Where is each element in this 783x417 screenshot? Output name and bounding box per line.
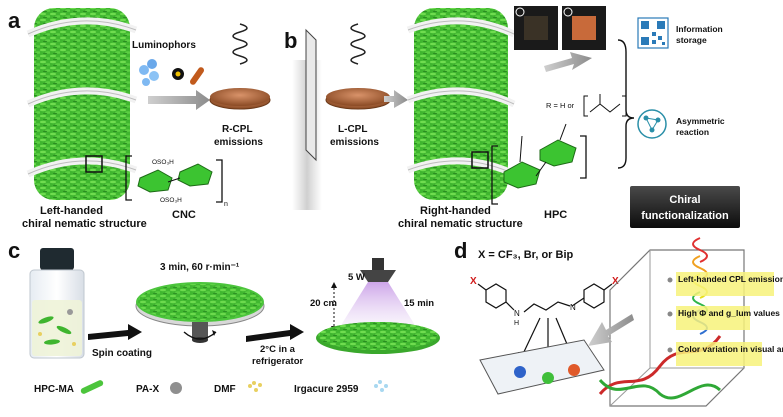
panel-b: b L-CPL emissions Right-handed chiral ne… <box>284 6 740 230</box>
panel-d-letter: d <box>454 238 467 263</box>
fridge-line2: refrigerator <box>252 356 304 367</box>
uv-lamp <box>338 258 418 330</box>
hpc-ma-swatch <box>80 380 104 394</box>
legend-pa-x: PA-X <box>136 384 159 395</box>
rcpl-line2: emissions <box>214 137 263 148</box>
lamp-distance: 20 cm <box>310 298 337 309</box>
asym-line2: reaction <box>676 127 709 137</box>
chiral-functionalization-box: Chiral functionalization <box>630 186 740 228</box>
pa-x-swatch <box>170 382 182 394</box>
legend-dmf: DMF <box>214 384 236 395</box>
arrow-spin-coating <box>88 324 142 340</box>
cnc-structure: OSO₃H OSO₃H n <box>125 155 228 208</box>
info-line2: storage <box>676 35 707 45</box>
r-group-structure: R = H or <box>546 94 627 117</box>
left-structure-line2: chiral nematic structure <box>22 218 147 230</box>
r-group-label: R = H or <box>546 101 575 110</box>
lcpl-emitter <box>325 23 391 110</box>
feature-1: Left-handed CPL emission <box>678 274 783 284</box>
lamp-time: 15 min <box>404 298 434 309</box>
arrow-to-lcpl <box>384 90 408 108</box>
rcpl-line1: R-CPL <box>222 124 253 135</box>
feature-3: Color variation in visual angle <box>678 344 783 354</box>
irgacure-swatch <box>374 380 388 392</box>
right-handed-helix <box>406 8 516 200</box>
polarizer-plate <box>305 28 317 162</box>
feature-list: Left-handed CPL emission High Φ and g_lu… <box>667 272 783 366</box>
panel-b-letter: b <box>284 28 297 53</box>
film-box <box>479 249 745 407</box>
panel-a: a Left-handed chiral nematic structure L… <box>8 8 271 230</box>
chiral-line1: Chiral <box>669 194 700 206</box>
feature-2: High Φ and g_lum values <box>678 308 780 318</box>
asym-line1: Asymmetric <box>676 116 725 126</box>
oso3h-bottom: OSO₃H <box>160 197 182 204</box>
legend-hpc-ma: HPC-MA <box>34 384 74 395</box>
qr-code-icon <box>637 17 669 49</box>
hpc-structure <box>491 123 587 205</box>
spiral-light-icon <box>232 23 248 65</box>
reaction-network-icon <box>637 109 667 139</box>
cnc-subscript-n: n <box>224 201 228 208</box>
x-left: X <box>470 276 477 287</box>
chiral-line2: functionalization <box>641 210 729 222</box>
lamp-power: 5 W <box>348 272 365 283</box>
right-structure-line2: chiral nematic structure <box>398 218 523 230</box>
spin-coating-label: Spin coating <box>92 348 152 359</box>
legend-irgacure: Irgacure 2959 <box>294 384 359 395</box>
x-definition: X = CF₃, Br, or Bip <box>478 249 574 261</box>
lcpl-line1: L-CPL <box>338 124 367 135</box>
legend-row: HPC-MA PA-X DMF Irgacure 2959 <box>34 380 388 395</box>
zoom-box <box>85 155 103 173</box>
left-structure-line1: Left-handed <box>40 205 103 217</box>
spin-coater <box>135 282 265 343</box>
spin-params: 3 min, 60 r·min⁻¹ <box>160 262 240 273</box>
left-handed-helix <box>26 8 138 200</box>
oso3h-top: OSO₃H <box>152 159 174 166</box>
hpc-label: HPC <box>544 209 567 221</box>
arrow-photos-to-helix <box>544 52 592 72</box>
zoom-box-b <box>471 151 489 169</box>
spiral-light-icon-b <box>350 23 366 65</box>
nh-n: N <box>514 309 520 318</box>
nh-h: H <box>514 320 519 327</box>
x-right: X <box>612 276 619 287</box>
arrow-to-rcpl <box>148 90 210 110</box>
panel-c-letter: c <box>8 238 20 263</box>
n-right: N <box>570 303 576 312</box>
arrow-to-helix <box>588 314 634 346</box>
panel-a-letter: a <box>8 8 21 33</box>
cnc-label: CNC <box>172 209 196 221</box>
info-line1: Information <box>676 24 723 34</box>
arrow-refrigerator <box>246 324 304 342</box>
fridge-line1: 2°C in a <box>260 344 296 355</box>
panel-d: d X = CF₃, Br, or Bip X X N H N <box>454 237 783 407</box>
luminophor-molecules <box>139 59 205 86</box>
cured-film <box>316 322 440 354</box>
applications-brace <box>617 39 635 169</box>
rcpl-emitter <box>209 23 271 110</box>
luminophors-label: Luminophors <box>132 40 196 51</box>
precursor-vial <box>29 248 85 359</box>
pa-x-molecule <box>477 283 613 313</box>
sample-photos <box>514 6 606 50</box>
lcpl-line2: emissions <box>330 137 379 148</box>
panel-c: c Spin coating 3 min, 60 r·min⁻¹ <box>8 238 440 395</box>
dmf-swatch <box>248 381 262 392</box>
right-structure-line1: Right-handed <box>420 205 491 217</box>
